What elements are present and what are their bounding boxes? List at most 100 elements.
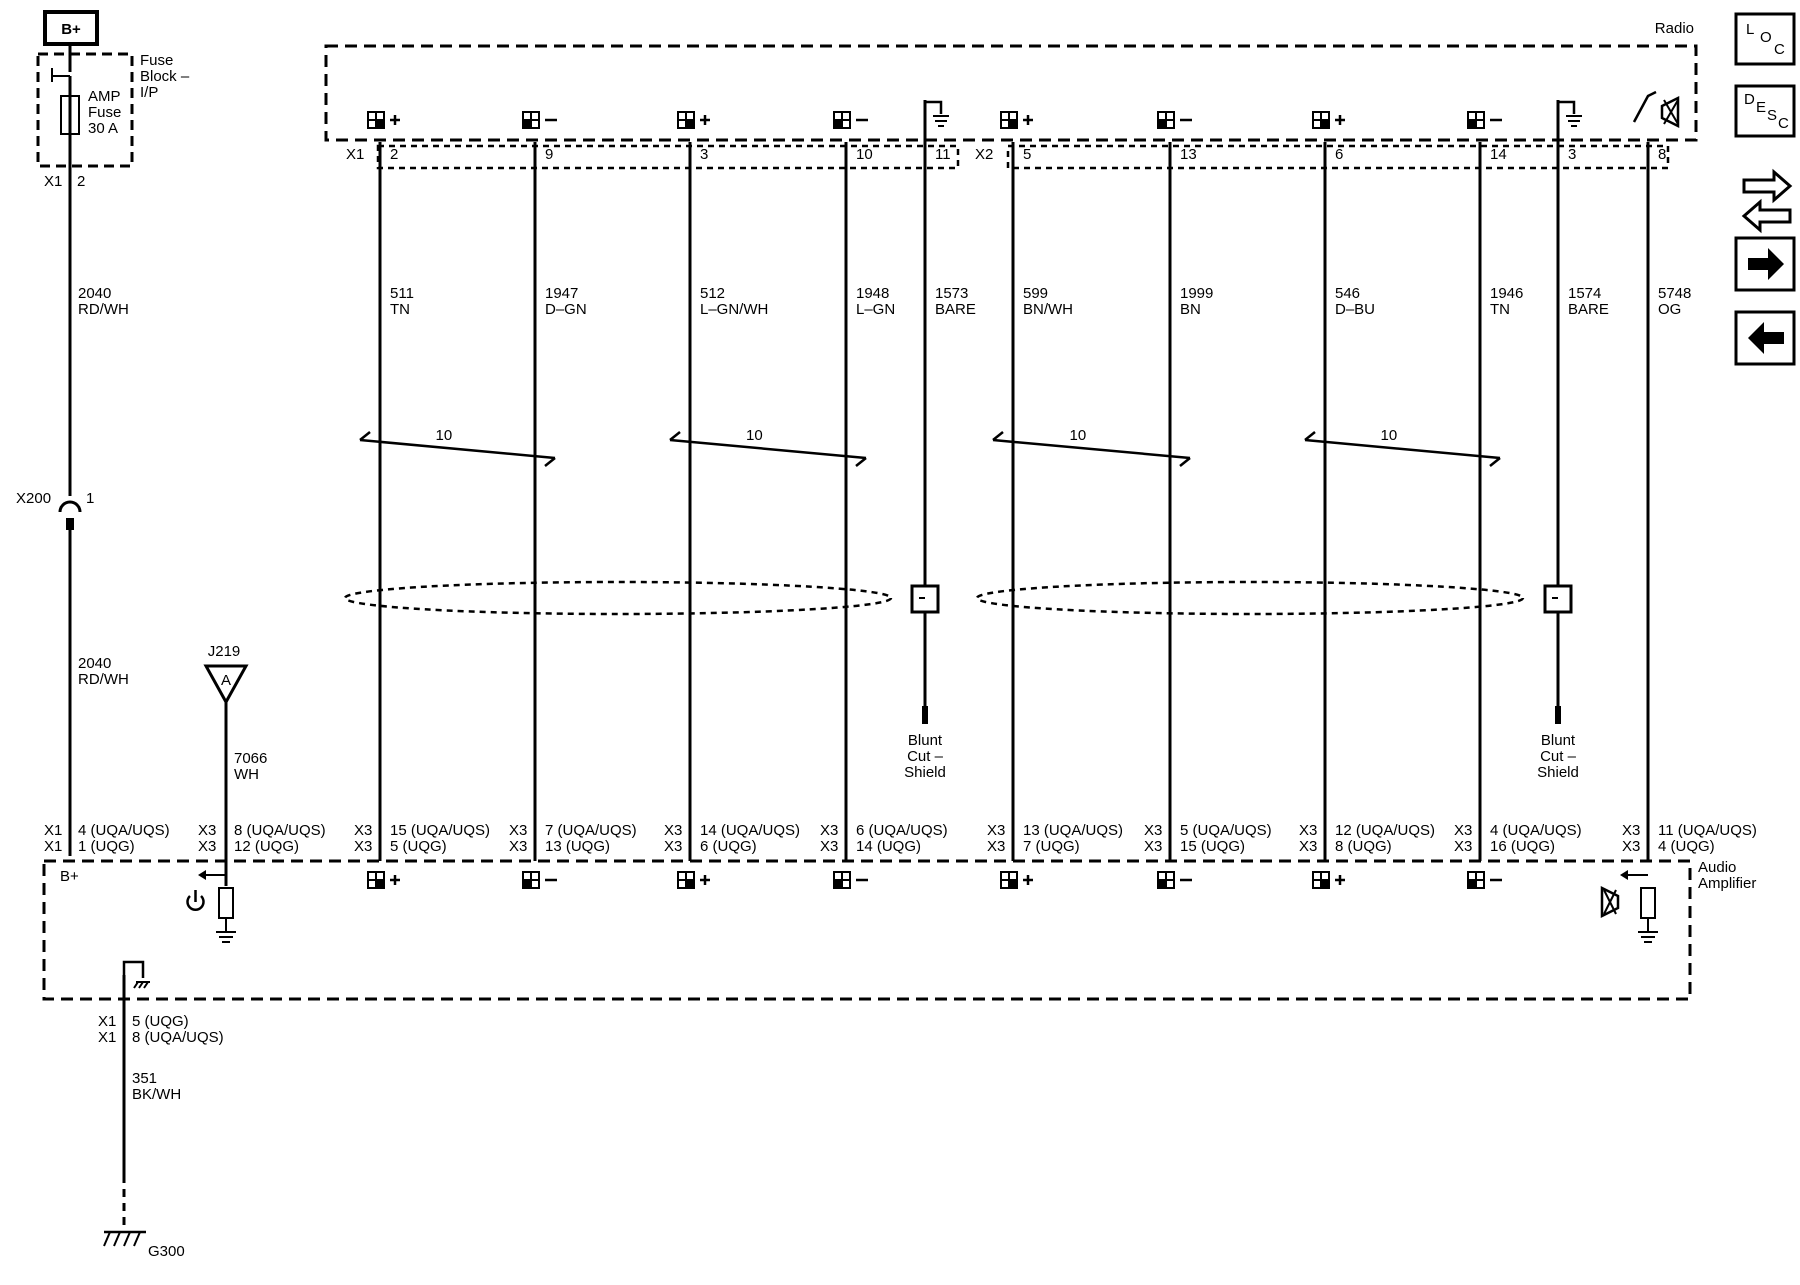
amp-polarity-sign: [1335, 875, 1345, 885]
radio-polarity-sign: [1335, 115, 1345, 125]
amp-pin-label: 4 (UQA/UQS): [1490, 822, 1582, 839]
radio-pin-label: 3: [1568, 146, 1576, 163]
x200-pin: 1: [86, 490, 94, 507]
radio-polarity-sign: [390, 115, 400, 125]
supply-wire-upper-circuit: 2040: [78, 285, 111, 302]
radio-connector-x2: [1006, 144, 1670, 170]
wire-color: L–GN: [856, 301, 895, 318]
remote-wire-color: WH: [234, 766, 259, 783]
next-page-button[interactable]: [1734, 236, 1796, 292]
shield-oval-rear: [975, 580, 1525, 616]
amp-pin-label: 5 (UQG): [390, 838, 447, 855]
amp-pin-label: 5 (UQA/UQS): [1180, 822, 1272, 839]
radio-pin-label: 3: [700, 146, 708, 163]
desc-letter-e: E: [1756, 99, 1766, 116]
amp-speaker-terminal-icon: [677, 871, 695, 889]
amp-pin-label: 12 (UQA/UQS): [1335, 822, 1435, 839]
amp-speaker-terminal-icon: [1312, 871, 1330, 889]
radio-pin-label: 10: [856, 146, 873, 163]
twisted-pair-marker: 10: [992, 427, 1191, 467]
x200-label: X200: [16, 490, 51, 507]
amp-pin-label: 15 (UQG): [1180, 838, 1245, 855]
radio-speaker-terminal-icon: [677, 111, 695, 129]
ground-amp-conn-1: X1: [98, 1013, 116, 1030]
radio-pin-label: 11: [935, 146, 951, 163]
radio-pin-label: 2: [390, 146, 398, 163]
wire-color: TN: [1490, 301, 1510, 318]
connector-swap-icon[interactable]: [1741, 168, 1793, 234]
wire-circuit: 512: [700, 285, 725, 302]
remote-amp-conn-2: X3: [198, 838, 216, 855]
radio-connector-x1: [376, 144, 960, 170]
fuse-conn-label: X1: [44, 173, 62, 190]
wire-circuit: 1948: [856, 285, 889, 302]
amp-conn-label: X3: [664, 838, 682, 855]
fuse-block-label-3: I/P: [140, 84, 158, 101]
twisted-pair-marker: 10: [669, 427, 867, 467]
ground-circuit: [103, 960, 150, 1247]
radio-polarity-sign: [1023, 115, 1033, 125]
supply-amp-conn-1: X1: [44, 822, 62, 839]
amp-speaker-terminal-icon: [367, 871, 385, 889]
twist-count-label: 10: [746, 427, 763, 444]
radio-pin-label: 14: [1490, 146, 1507, 163]
amp-pin-label: 14 (UQA/UQS): [700, 822, 800, 839]
audio-amplifier: Audio Amplifier: [42, 859, 1756, 1001]
radio-label: Radio: [1655, 20, 1694, 37]
amp-speaker-terminal-icon: [1467, 871, 1485, 889]
location-button[interactable]: L O C: [1734, 12, 1796, 66]
supply-wire-upper-color: RD/WH: [78, 301, 129, 318]
fuse-pin-label: 2: [77, 173, 85, 190]
blunt-cut-end: [922, 706, 928, 724]
wire-circuit: 599: [1023, 285, 1048, 302]
shield-end-label: Cut –: [1540, 748, 1577, 765]
amp-conn-label: X3: [509, 822, 527, 839]
amp-pin-label: 13 (UQA/UQS): [1023, 822, 1123, 839]
description-button[interactable]: D E S C: [1734, 84, 1796, 138]
battery-supply: B+: [43, 10, 99, 46]
wire-circuit: 1573: [935, 285, 968, 302]
supply-amp-conn-2: X1: [44, 838, 62, 855]
radio-pin-label: 8: [1658, 146, 1666, 163]
amp-conn-label: X3: [820, 838, 838, 855]
amp-speaker-terminal-icon: [1000, 871, 1018, 889]
amp-conn-label: X3: [509, 838, 527, 855]
shield-ground-icon: [1556, 100, 1582, 127]
twist-count-label: 10: [1070, 427, 1087, 444]
radio-pin-label: 5: [1023, 146, 1031, 163]
wire-circuit: 1947: [545, 285, 578, 302]
radio-pin-label: 6: [1335, 146, 1343, 163]
shield-end-label: Shield: [1537, 764, 1579, 781]
supply-wire-lower-color: RD/WH: [78, 671, 129, 688]
twisted-pair-marker: 10: [1304, 427, 1501, 467]
amp-pin-label: 14 (UQG): [856, 838, 921, 855]
ground-amp-conn-2: X1: [98, 1029, 116, 1046]
fuse-text-3: 30 A: [88, 120, 118, 137]
radio-x2-label: X2: [975, 146, 993, 163]
amp-pin-label: 8 (UQG): [1335, 838, 1392, 855]
amp-pin-label: 7 (UQA/UQS): [545, 822, 637, 839]
amp-speaker-terminal-icon: [1157, 871, 1175, 889]
remote-amp-pin-1: 8 (UQA/UQS): [234, 822, 326, 839]
radio-speaker-terminal-icon: [833, 111, 851, 129]
amp-pin-label: 13 (UQG): [545, 838, 610, 855]
wire-color: BN: [1180, 301, 1201, 318]
loc-letter-c: C: [1774, 41, 1785, 58]
remote-input-circuit: [198, 870, 236, 943]
radio-pin-label: 13: [1180, 146, 1197, 163]
ground-wire-circuit: 351: [132, 1070, 157, 1087]
amp-conn-label: X3: [1144, 838, 1162, 855]
radio-speaker-terminal-icon: [1312, 111, 1330, 129]
ground-name: G300: [148, 1243, 185, 1260]
previous-page-button[interactable]: [1734, 310, 1796, 366]
